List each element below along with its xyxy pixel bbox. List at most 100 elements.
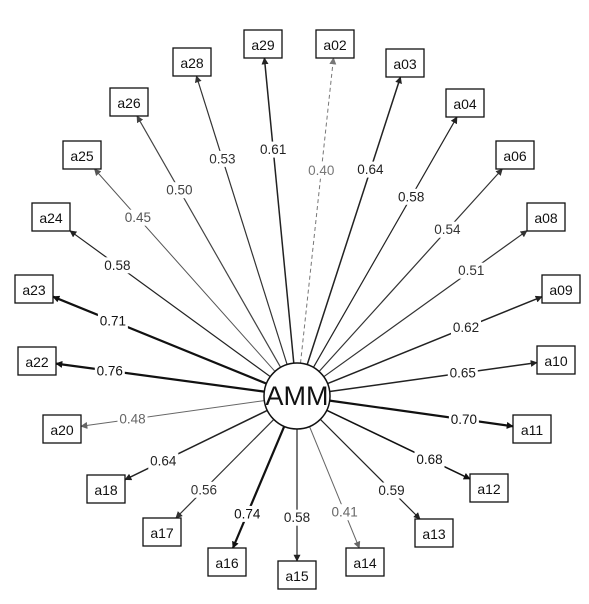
item-label: a10: [544, 353, 568, 369]
loading-value-a02: 0.40: [308, 163, 334, 178]
arrow-amm-to-a09: [327, 295, 543, 385]
item-node-a10: a10: [536, 345, 576, 375]
arrow-amm-to-a10: [329, 360, 538, 393]
loading-value-a10: 0.65: [450, 366, 476, 381]
arrow-amm-to-a17: [175, 418, 275, 519]
arrow-amm-to-a02: [300, 57, 337, 364]
arrow-amm-to-a26: [136, 115, 282, 368]
arrow-amm-to-a25: [94, 168, 276, 372]
loading-label-bg-a16: [232, 505, 263, 522]
loading-value-a20: 0.48: [119, 412, 145, 427]
loading-value-a14: 0.41: [331, 505, 357, 520]
loading-value-a23: 0.71: [100, 314, 126, 329]
loading-value-a04: 0.58: [398, 189, 424, 204]
arrow-amm-to-a24: [69, 230, 271, 378]
item-node-a18: a18: [86, 474, 126, 504]
loading-value-a25: 0.45: [125, 210, 151, 225]
loading-label-bg-a09: [451, 319, 481, 336]
loading-label-bg-a23: [97, 313, 128, 330]
loading-value-a22: 0.76: [97, 363, 123, 378]
item-label: a20: [50, 422, 74, 438]
loading-label-bg-a26: [164, 182, 195, 199]
loading-value-a08: 0.51: [458, 263, 484, 278]
loading-label-bg-a03: [355, 161, 386, 178]
item-node-a02: a02: [315, 29, 355, 59]
loading-value-a28: 0.53: [209, 151, 235, 166]
item-box: [512, 414, 552, 444]
item-label: a06: [503, 148, 527, 164]
arrow-amm-to-a16: [231, 425, 286, 549]
factor-node: AMM: [263, 362, 331, 430]
item-label: a08: [534, 210, 558, 226]
item-node-a23: a23: [14, 274, 54, 304]
loading-value-a12: 0.68: [416, 452, 442, 467]
item-label: a09: [549, 282, 573, 298]
item-box: [469, 473, 509, 503]
item-node-a20: a20: [42, 414, 82, 444]
item-box: [385, 48, 425, 78]
loading-label-bg-a18: [148, 453, 179, 470]
item-node-a29: a29: [243, 29, 283, 59]
item-box: [17, 346, 57, 376]
item-node-a16: a16: [207, 547, 247, 577]
loading-label-bg-a08: [456, 262, 487, 279]
loading-value-a29: 0.61: [260, 142, 286, 157]
item-node-a26: a26: [109, 87, 149, 117]
loading-label-bg-a25: [122, 209, 153, 226]
loading-label-bg-a24: [102, 257, 133, 274]
loading-arrows: [52, 57, 543, 562]
item-box: [207, 547, 247, 577]
item-node-a17: a17: [142, 517, 182, 547]
loading-value-a13: 0.59: [378, 483, 404, 498]
item-box: [42, 414, 82, 444]
loading-label-bg-a15: [282, 509, 312, 526]
item-node-a24: a24: [31, 202, 71, 232]
item-label: a24: [39, 210, 63, 226]
loading-value-a03: 0.64: [357, 162, 384, 177]
item-node-a12: a12: [469, 473, 509, 503]
loading-value-a09: 0.62: [453, 320, 479, 335]
arrow-amm-to-a20: [80, 400, 265, 429]
item-node-a25: a25: [62, 140, 102, 170]
item-box: [109, 87, 149, 117]
item-box: [172, 47, 212, 77]
factor-label: AMM: [266, 381, 329, 411]
arrow-amm-to-a12: [326, 409, 471, 480]
loading-label-bg-a28: [207, 150, 238, 167]
loading-label-bg-a13: [376, 482, 407, 499]
item-node-a28: a28: [172, 47, 212, 77]
arrow-amm-to-a28: [194, 75, 288, 365]
item-label: a12: [477, 481, 501, 497]
item-box: [315, 29, 355, 59]
loading-label-bg-a29: [258, 141, 289, 158]
item-node-a08: a08: [526, 202, 566, 232]
item-box: [345, 547, 385, 577]
arrow-amm-to-a22: [55, 360, 265, 393]
item-label: a03: [393, 56, 417, 72]
item-box: [86, 474, 126, 504]
item-node-a04: a04: [445, 88, 485, 118]
loading-value-a06: 0.54: [434, 222, 461, 237]
loading-label-bg-a12: [414, 451, 445, 468]
loading-value-a17: 0.56: [191, 482, 217, 497]
loading-label-bg-a14: [329, 504, 360, 521]
loading-label-bg-a10: [447, 365, 478, 381]
item-node-a09: a09: [541, 274, 581, 304]
arrow-amm-to-a23: [52, 295, 267, 385]
item-label: a26: [117, 95, 141, 111]
item-node-a22: a22: [17, 346, 57, 376]
factor-circle: [263, 362, 331, 430]
item-box: [142, 517, 182, 547]
item-box: [536, 345, 576, 375]
item-node-a14: a14: [345, 547, 385, 577]
item-box: [14, 274, 54, 304]
loading-label-bg-a06: [432, 221, 463, 238]
item-node-a13: a13: [414, 518, 454, 548]
item-box: [526, 202, 566, 232]
loading-label-bg-a04: [396, 188, 427, 205]
item-box: [62, 140, 102, 170]
item-box: [445, 88, 485, 118]
item-label: a17: [150, 525, 174, 541]
loading-value-a16: 0.74: [234, 506, 261, 521]
